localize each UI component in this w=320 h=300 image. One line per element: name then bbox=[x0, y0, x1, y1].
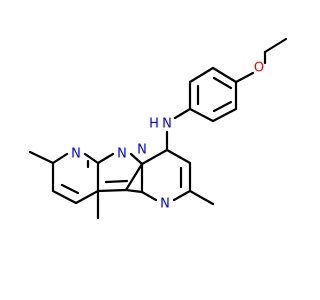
atom-label-oxygen: O bbox=[254, 61, 264, 76]
atom-label-n-ring-fusion: N bbox=[137, 143, 147, 158]
bond bbox=[51, 189, 78, 205]
bond bbox=[60, 183, 80, 195]
bond bbox=[140, 190, 158, 202]
bond bbox=[83, 152, 100, 165]
bond bbox=[188, 107, 215, 123]
bond bbox=[234, 71, 255, 84]
bond bbox=[140, 148, 169, 166]
atom-label-n-pyridine: N bbox=[71, 147, 81, 162]
bonds bbox=[28, 37, 288, 220]
bond bbox=[96, 152, 115, 165]
atom-label-n-pyrimidine: N bbox=[160, 197, 170, 212]
bond bbox=[188, 189, 215, 206]
bond bbox=[124, 162, 144, 192]
bond bbox=[51, 152, 69, 165]
bond bbox=[173, 107, 192, 120]
atom-label-nh-h: H bbox=[149, 117, 159, 132]
atom-labels: N N N N H N O bbox=[71, 61, 264, 212]
bond bbox=[28, 150, 55, 165]
bond bbox=[188, 66, 215, 84]
molecule-structure: N N N N H N O bbox=[28, 37, 288, 220]
bond bbox=[104, 179, 129, 184]
bond bbox=[212, 100, 233, 113]
bond bbox=[129, 152, 144, 166]
atom-label-n-bridge: N bbox=[117, 147, 127, 162]
bond bbox=[74, 189, 100, 205]
bond bbox=[263, 37, 288, 54]
bond bbox=[211, 66, 238, 84]
bond bbox=[124, 188, 144, 194]
amine-nh-label: H N bbox=[149, 117, 172, 132]
bond bbox=[96, 188, 128, 193]
bond bbox=[172, 189, 192, 202]
bond bbox=[212, 76, 233, 90]
atom-label-nh-n: N bbox=[162, 117, 172, 132]
bond bbox=[211, 107, 238, 123]
bond bbox=[165, 148, 192, 165]
